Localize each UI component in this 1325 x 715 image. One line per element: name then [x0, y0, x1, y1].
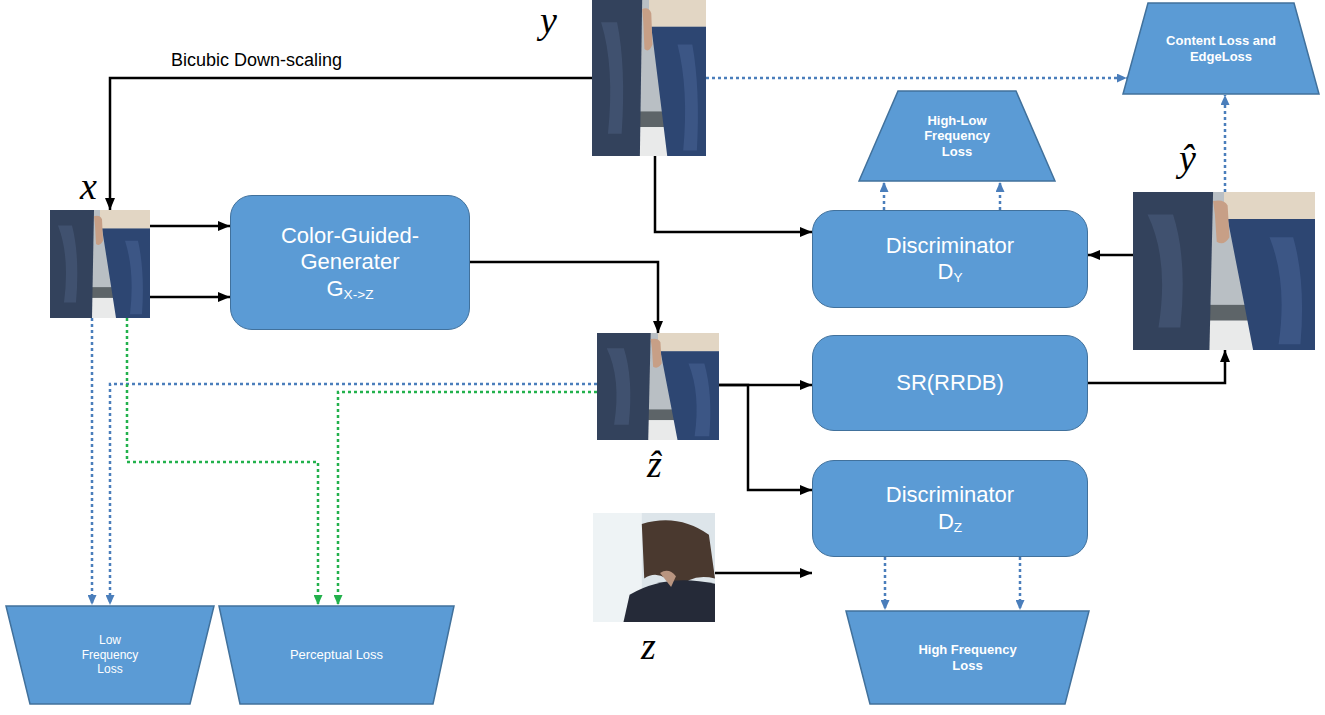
- trapezoid-fill: [846, 611, 1089, 704]
- loss-arrow: [884, 557, 887, 610]
- symbol-line: DY: [825, 259, 1075, 285]
- image-node: ẑ: [597, 333, 719, 440]
- loss-arrow: [1019, 557, 1022, 610]
- sr-box: SR(RRDB): [812, 335, 1088, 431]
- trapezoid-fill: [219, 606, 454, 704]
- photo-illustration: [1133, 192, 1315, 350]
- flow-arrow: [655, 156, 812, 232]
- flow-arrow: [110, 78, 592, 210]
- edge-label: Bicubic Down-scaling: [168, 50, 345, 72]
- discriminator-box: DiscriminatorDY: [812, 210, 1088, 308]
- loss-trapezoid: High-Low Frequency Loss: [858, 90, 1056, 182]
- image-node: z: [593, 513, 715, 622]
- image-label: ẑ: [647, 444, 662, 486]
- loss-trapezoid: Low Frequency Loss: [5, 605, 215, 705]
- image-label: ŷ: [1179, 138, 1196, 180]
- image-label: z: [641, 626, 656, 668]
- text-block: SR(RRDB): [825, 370, 1075, 396]
- box-text: High Frequency Loss: [908, 642, 1028, 673]
- loss-arrow: [110, 384, 597, 605]
- loss-trapezoid: Perceptual Loss: [218, 605, 455, 705]
- trapezoid-fill: [1123, 3, 1319, 94]
- trapezoid-fill: [859, 91, 1055, 181]
- symbol-name: D: [938, 509, 954, 534]
- box-text: Perceptual Loss: [262, 647, 412, 663]
- loss-trapezoid: Content Loss and EdgeLoss: [1122, 2, 1320, 95]
- box-title: Color-Guided-Generater: [245, 223, 455, 276]
- flow-arrow: [715, 572, 812, 575]
- loss-arrow: [91, 318, 94, 605]
- symbol-name: G: [326, 276, 343, 301]
- flow-arrow: [150, 296, 230, 299]
- text-block: Low Frequency Loss: [75, 633, 145, 676]
- loss-arrow: [127, 318, 318, 605]
- loss-arrow: [883, 182, 886, 210]
- box-text: High-Low Frequency Loss: [917, 113, 997, 160]
- text-block: Content Loss and EdgeLoss: [1166, 33, 1276, 64]
- trapezoid-fill: [6, 606, 214, 704]
- box-text: SR(RRDB): [825, 370, 1075, 396]
- loss-arrow: [706, 77, 1127, 80]
- text-block: High-Low Frequency Loss: [917, 113, 997, 160]
- box-text: Content Loss and EdgeLoss: [1166, 33, 1276, 64]
- image-node: x: [50, 210, 150, 318]
- flow-arrow: [1088, 254, 1133, 257]
- image-node: ŷ: [1133, 192, 1315, 350]
- symbol-subscript: Z: [954, 520, 962, 535]
- loss-arrow: [999, 182, 1002, 210]
- text-block: Color-Guided-GeneraterGX->Z: [245, 223, 455, 302]
- loss-arrow: [338, 392, 597, 605]
- symbol-line: GX->Z: [245, 276, 455, 302]
- text-block: DiscriminatorDY: [825, 233, 1075, 286]
- text-block: High Frequency Loss: [908, 642, 1028, 673]
- symbol-subscript: X->Z: [344, 287, 374, 302]
- generator-box: Color-Guided-GeneraterGX->Z: [230, 195, 470, 330]
- loss-trapezoid: High Frequency Loss: [845, 610, 1090, 705]
- box-title: Discriminator: [825, 233, 1075, 259]
- image-node: y: [592, 0, 706, 156]
- loss-arrow: [1224, 95, 1227, 192]
- flow-arrow: [470, 262, 658, 333]
- photo-illustration: [50, 210, 150, 318]
- symbol-line: DZ: [825, 509, 1075, 535]
- text-block: DiscriminatorDZ: [825, 482, 1075, 535]
- image-label: x: [80, 166, 97, 208]
- photo-illustration: [592, 0, 706, 156]
- flow-arrow: [150, 225, 230, 228]
- discriminator-box: DiscriminatorDZ: [812, 460, 1088, 557]
- image-label: y: [540, 0, 557, 42]
- box-title: Discriminator: [825, 482, 1075, 508]
- photo-illustration: [597, 333, 719, 440]
- box-text: Low Frequency Loss: [75, 633, 145, 676]
- symbol-name: D: [938, 259, 954, 284]
- flow-arrow: [719, 385, 812, 490]
- symbol-subscript: Y: [953, 270, 962, 285]
- flow-arrow: [1088, 350, 1225, 383]
- text-block: Perceptual Loss: [262, 647, 412, 663]
- photo-illustration: [593, 513, 715, 622]
